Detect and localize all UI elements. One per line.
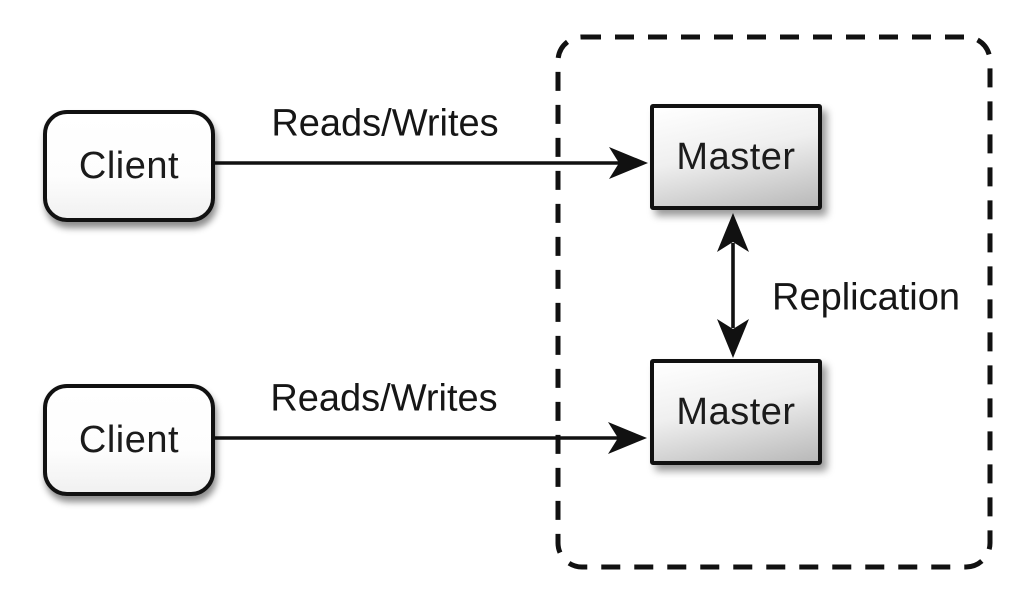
edge-label-replication: Replication xyxy=(772,276,960,319)
node-master-top-label: Master xyxy=(676,135,796,178)
replication-arrow xyxy=(717,213,749,358)
node-client-top-label: Client xyxy=(78,144,180,187)
node-master-bottom-label: Master xyxy=(676,390,796,433)
arrowhead-right-icon xyxy=(609,147,648,179)
reads-writes-arrow-top xyxy=(215,147,648,179)
node-client-bottom: Client xyxy=(43,384,215,496)
reads-writes-arrow-bottom xyxy=(213,422,647,454)
node-master-bottom: Master xyxy=(650,359,822,465)
arrowhead-up-icon xyxy=(717,213,749,252)
replication-boundary-dashed-box xyxy=(555,34,993,570)
node-client-top: Client xyxy=(43,110,215,222)
node-master-top: Master xyxy=(650,104,822,210)
arrowhead-down-icon xyxy=(717,319,749,358)
node-client-bottom-label: Client xyxy=(78,418,180,461)
edge-label-reads-writes-bottom: Reads/Writes xyxy=(270,377,498,420)
arrowhead-right-icon xyxy=(608,422,647,454)
edge-label-reads-writes-top: Reads/Writes xyxy=(271,102,499,145)
